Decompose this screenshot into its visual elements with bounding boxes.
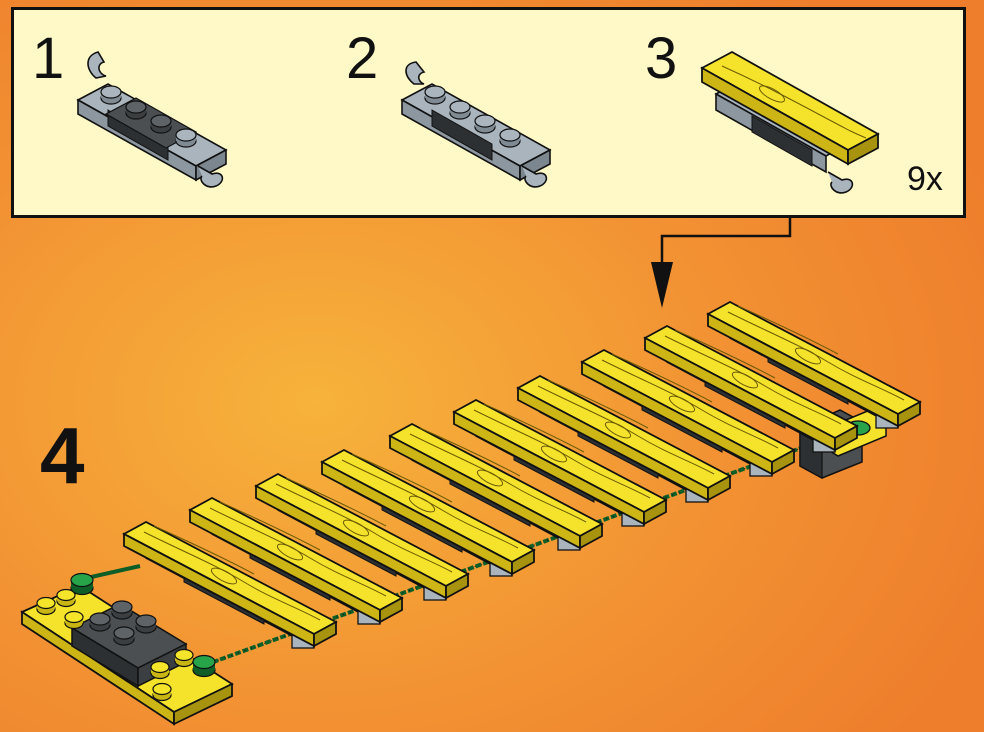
substep-number-1: 1 xyxy=(32,26,65,91)
yellow-base-plate-icon xyxy=(20,572,234,726)
substep-1-part-icon xyxy=(76,51,228,188)
substep-3-part-icon xyxy=(700,50,880,194)
substep-2-part-icon xyxy=(400,61,552,188)
step-4-bridge-assembly xyxy=(20,302,920,726)
main-step-number: 4 xyxy=(40,411,85,500)
callout-arrow xyxy=(651,218,792,308)
substep-number-3: 3 xyxy=(645,26,678,91)
quantity-multiplier: 9x xyxy=(907,160,943,198)
substep-number-2: 2 xyxy=(346,26,379,91)
